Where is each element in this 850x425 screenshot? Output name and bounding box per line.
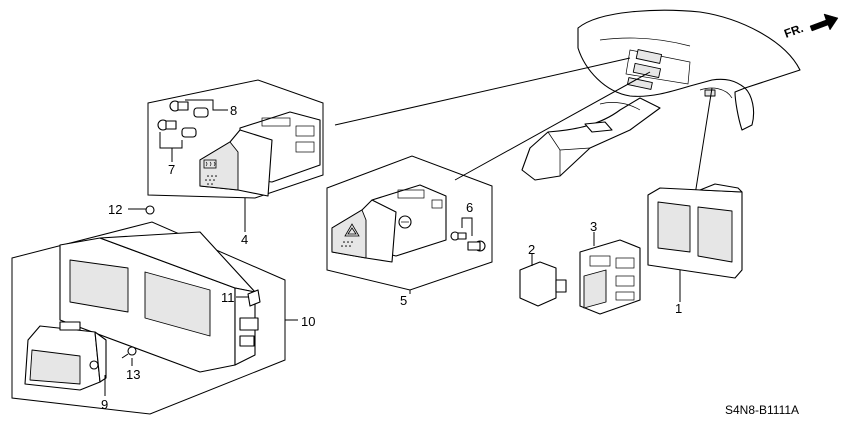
- part-3-switch: [579, 232, 641, 315]
- diagram-code: S4N8-B1111A: [725, 403, 799, 417]
- direction-indicator: FR.: [782, 13, 839, 41]
- bulb-parts: [157, 99, 228, 162]
- part-4-switch: [199, 111, 321, 197]
- part-1-bezel: [647, 183, 743, 302]
- callout-11: 11: [221, 290, 235, 305]
- callout-12: 12: [108, 202, 122, 217]
- callout-labels: 1 2 3 4 5 6 7 8 9 10 11 12 13: [101, 103, 682, 412]
- callout-7: 7: [168, 162, 175, 177]
- part-13-screw: [121, 346, 137, 366]
- group-box-part-4: [147, 79, 324, 232]
- part-2-knob: [519, 254, 567, 307]
- callout-1: 1: [675, 301, 682, 316]
- group-box-part-10: [11, 221, 298, 415]
- arrow-right-icon: [809, 13, 839, 32]
- direction-label: FR.: [782, 21, 805, 41]
- callout-8: 8: [230, 103, 237, 118]
- part-10-bezel: [59, 231, 259, 373]
- callout-6: 6: [466, 200, 473, 215]
- part-12-screw: [128, 205, 155, 215]
- hazard-triangle-icon: [344, 223, 360, 237]
- part-5-switch: [331, 184, 486, 263]
- group-box-part-5: [326, 155, 493, 294]
- overview-leaders: [334, 57, 713, 196]
- rear-defroster-icon: [203, 159, 217, 169]
- callout-9: 9: [101, 397, 108, 412]
- callout-5: 5: [400, 293, 407, 308]
- part-11-clip: [236, 289, 261, 307]
- callout-13: 13: [126, 367, 140, 382]
- part-9-pocket: [24, 321, 107, 396]
- dashboard-overview: [521, 9, 801, 181]
- callout-2: 2: [528, 242, 535, 257]
- callout-3: 3: [590, 219, 597, 234]
- callout-4: 4: [241, 232, 248, 247]
- callout-10: 10: [301, 314, 315, 329]
